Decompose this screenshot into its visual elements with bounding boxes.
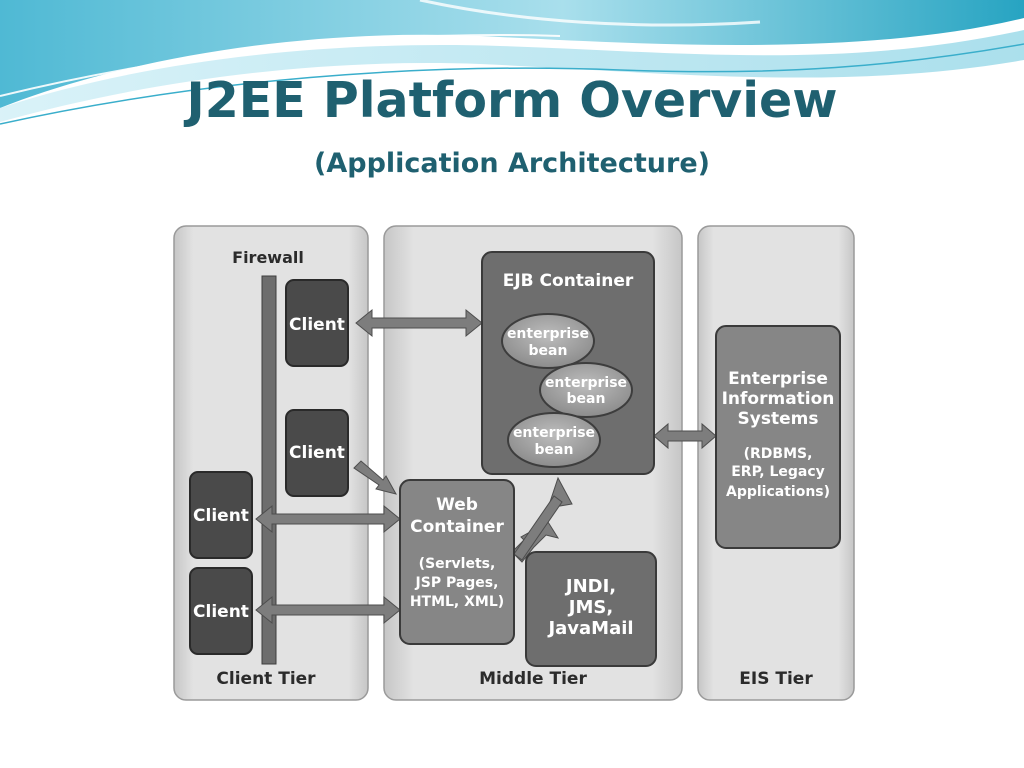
- services-box: JNDI, JMS, JavaMail: [525, 551, 657, 667]
- web-container-detail-1: (Servlets,: [419, 556, 496, 572]
- firewall-label: Firewall: [232, 248, 304, 267]
- enterprise-bean-2: enterprise bean: [539, 362, 633, 418]
- firewall-bar: [261, 275, 277, 665]
- svg-text:bean: bean: [529, 343, 568, 359]
- header-wave-decoration: [0, 0, 1024, 125]
- enterprise-bean-3: enterprise bean: [507, 412, 601, 468]
- eis-tier-label: EIS Tier: [739, 669, 813, 689]
- middle-tier-label: Middle Tier: [479, 669, 587, 689]
- web-container-title-1: Web: [436, 495, 478, 515]
- client-box-3: Client: [189, 471, 253, 559]
- eis-detail-2: ERP, Legacy: [731, 464, 825, 480]
- client-label-4: Client: [193, 602, 249, 622]
- web-container: Web Container (Servlets, JSP Pages, HTML…: [399, 479, 515, 645]
- enterprise-bean-1: enterprise bean: [501, 313, 595, 369]
- ejb-container-label: EJB Container: [503, 271, 634, 291]
- client-box-1: Client: [285, 279, 349, 367]
- arrow-web-ejb-shaft: [513, 495, 563, 561]
- web-container-detail-2: JSP Pages,: [415, 575, 499, 591]
- eis-detail-3: Applications): [726, 484, 830, 500]
- arrow-client2-web: [353, 460, 397, 495]
- client-box-2: Client: [285, 409, 349, 497]
- svg-text:enterprise: enterprise: [513, 425, 595, 441]
- ejb-container: EJB Container enterprise bean enterprise…: [481, 251, 655, 475]
- eis-title-1: Enterprise: [728, 369, 828, 389]
- services-line-3: JavaMail: [546, 618, 633, 639]
- svg-text:enterprise: enterprise: [545, 375, 627, 391]
- slide-subtitle: (Application Architecture): [314, 148, 710, 179]
- client-label-2: Client: [289, 443, 345, 463]
- client-label-3: Client: [193, 506, 249, 526]
- client-label-1: Client: [289, 315, 345, 335]
- web-container-detail-3: HTML, XML): [410, 594, 504, 610]
- architecture-diagram: Firewall Client Client Client Client EJB…: [160, 214, 864, 710]
- eis-title-2: Information: [722, 389, 835, 409]
- client-tier-label: Client Tier: [216, 669, 316, 689]
- svg-text:enterprise: enterprise: [507, 326, 589, 342]
- svg-text:bean: bean: [535, 442, 574, 458]
- client-box-4: Client: [189, 567, 253, 655]
- eis-title-3: Systems: [738, 409, 819, 429]
- eis-box: Enterprise Information Systems (RDBMS, E…: [715, 325, 841, 549]
- slide-title: J2EE Platform Overview: [186, 72, 838, 129]
- svg-text:bean: bean: [567, 391, 606, 407]
- services-line-1: JNDI,: [564, 576, 616, 597]
- eis-detail-1: (RDBMS,: [744, 446, 813, 462]
- web-container-title-2: Container: [410, 517, 504, 537]
- services-line-2: JMS,: [567, 597, 613, 618]
